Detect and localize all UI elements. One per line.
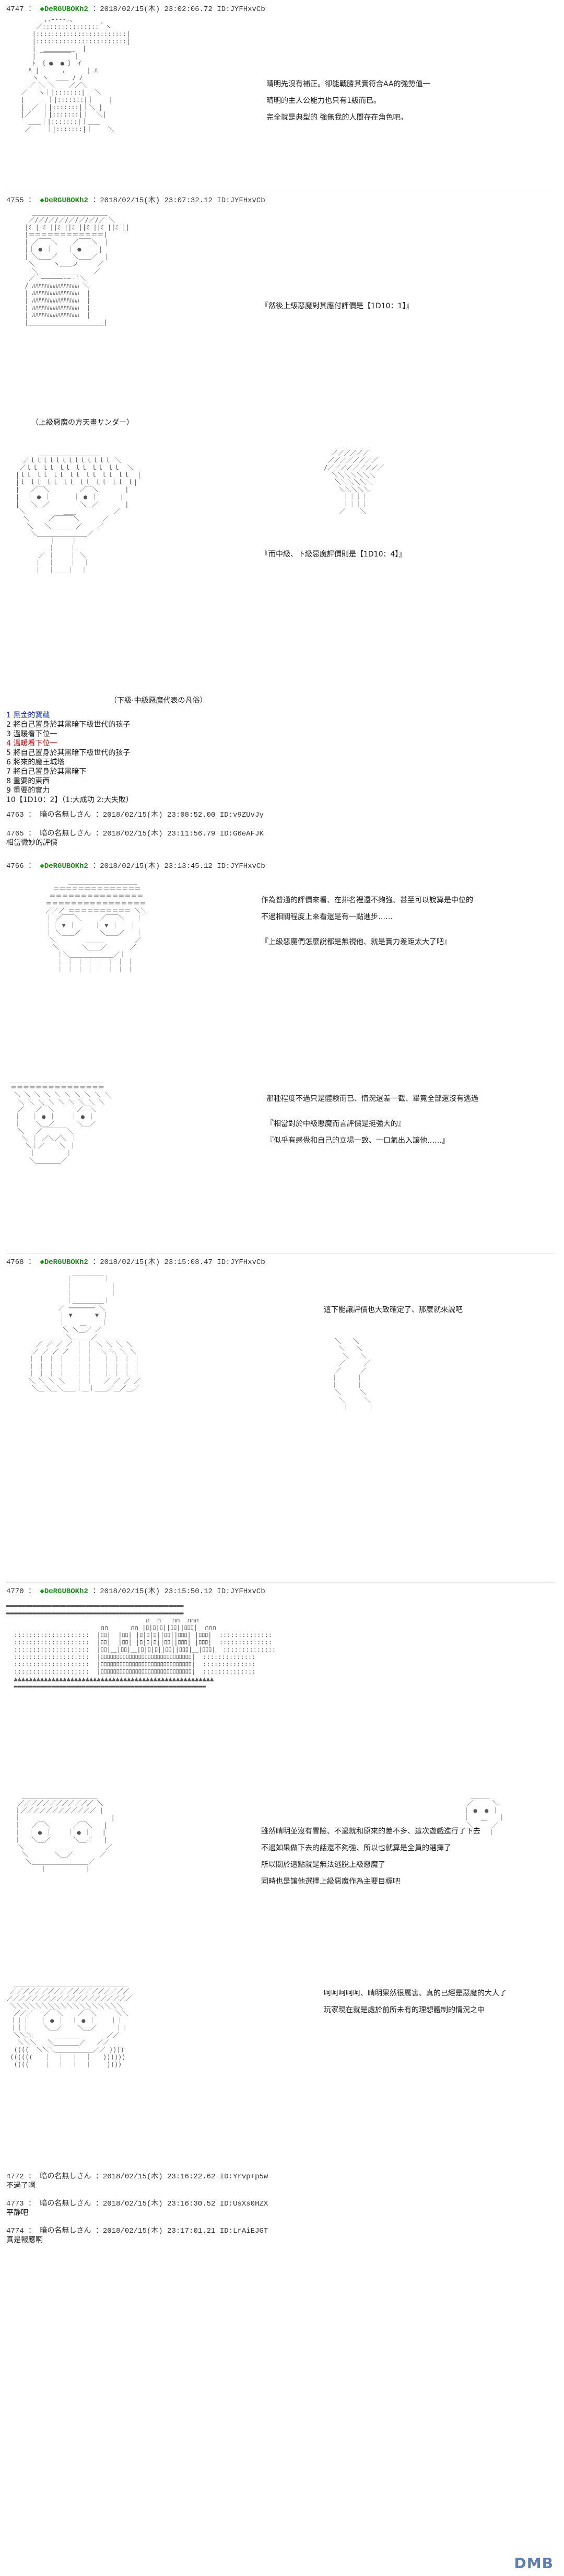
post-text: 作為普通的評價來看、在排名裡還不夠強、甚至可以說算是中位的 不過相關程度上來看還… [261,896,473,946]
post-text: 『然後上級惡魔對其應付評價是【1D10：1】』 [261,302,414,310]
poster-name[interactable]: 暗の名無しさん [40,830,91,838]
site-watermark-logo: DMB [514,2555,554,2572]
ascii-art: ＿＿＿＿＿＿＿＿＿＿＿＿＿＿＿＿＿＿ ／／／／／／／／／／／／／／／／／／／ ／… [6,1980,132,2068]
ascii-art: ／／／／／／ ／／／／／／／／ /／／／／／／／／／ ＼＼＼＼＼＼＼ ＼＼＼＼＼… [324,449,384,515]
post-text: 不過了啊 [6,2182,36,2190]
vote-option: 9 重要的實力 [6,786,50,795]
ascii-art: ＼ ＼ ＼ ＼ ＼ ＼ ／ ／ ／ ／ ｜ ｜ ｜ ｜ ＼ ＼ ＼ ＼ ｜ ｜ [331,1338,374,1411]
vote-result: 10【1D10：2】（1:大成功 2:大失敗） [6,796,133,804]
divider [6,1253,555,1254]
post-header: 4772 ： 暗の名無しさん ：2018/02/15(木) 23:16:22.6… [6,2173,268,2181]
post-header: 4766 ： ◆DeRGUBOKh2 ：2018/02/15(木) 23:13:… [6,862,265,871]
post-header: 4755 ： ◆DeRGUBOKh2 ：2018/02/15(木) 23:07:… [6,196,265,205]
vote-option: 8 重要的東西 [6,777,50,785]
post-header: 4768 ： ◆DeRGUBOKh2 ：2018/02/15(木) 23:15:… [6,1258,265,1267]
post-header: 4747 ： ◆DeRGUBOKh2 ：2018/02/15(木) 23:02:… [6,5,265,14]
ascii-art: ＿＿＿＿＿＿＿＿＿＿ ／ｌｌｌｌｌｌｌｌｌｌｌｌｌ ＼ ／ｌｌ ｌｌ ｌｌ ｌｌ… [16,449,142,574]
caption: （下級·中級惡魔代表の凡俗） [110,697,207,705]
ascii-art: ＿＿＿＿＿＿＿＿＿＿＿＿ ／/／/／/／/／/／/／/／ ＼ |ﾐ ||ﾐ ||… [25,209,130,326]
poster-name[interactable]: 暗の名無しさん [40,2173,91,2181]
ascii-art: ＿＿＿＿＿＿＿＿＿＿＿＿＿＿＿ ＝＝＝＝＝＝＝＝＝＝＝＝＝＝＝ ＼ ＼ ＼ ＼ … [10,1076,111,1164]
post-text: 相當微妙的評價 [6,839,57,847]
vote-option: 6 將來的魔王城塔 [6,758,65,767]
vote-option: 5 將自己置身於其黑暗下級世代的孩子 [6,749,131,757]
post-header: 4774 ： 暗の名無しさん ：2018/02/15(木) 23:17:01.2… [6,2227,268,2235]
vote-list: 1 黑金的寶藏 2 將自己置身於其黑暗下級世代的孩子 3 溫暖看下位一 4 溫暖… [6,711,133,805]
poster-name[interactable]: ◆DeRGUBOKh2 [40,196,88,205]
ascii-art: ＿＿＿＿＿＿＿＿＿＿＿＿ ／／／／／／／／／／／／ ＼ ｜／／／／／／／／／／／… [14,1792,115,1873]
ascii-art: ＿＿＿ ／ ＼ ｜ ● ● ｜ ｜ ＿ ｜ ＼＿＿＿／ ｜ ｜ [463,1792,505,1836]
poster-name[interactable]: ◆DeRGUBOKh2 [40,1258,88,1267]
ascii-art: ▬▬▬▬▬▬▬▬▬▬▬▬▬▬▬▬▬▬▬▬▬▬▬▬▬▬▬▬▬▬▬▬▬▬▬▬▬▬▬▬… [6,1602,276,1690]
poster-name[interactable]: 暗の名無しさん [40,2227,91,2235]
post-header: 4765 ： 暗の名無しさん ：2018/02/15(木) 23:11:56.7… [6,830,264,838]
post-text: 呵呵呵呵呵、晴明果然很厲害、真的已經是惡魔的大人了 玩家現在就是處於前所未有的理… [324,1989,507,2014]
post-header: 4763 ： 暗の名無しさん ：2018/02/15(木) 23:08:52.0… [6,811,264,819]
vote-option: 4 溫暖看下位一 [6,739,57,748]
post-text: 雖然晴明並沒有冒險、不過就和原來的差不多、這次遊戲進行了下去 不過如果做下去的話… [261,1827,480,1886]
poster-name[interactable]: 暗の名無しさん [40,811,91,819]
vote-option: 3 溫暖看下位一 [6,730,57,738]
divider [6,1582,555,1583]
post-header: 4773 ： 暗の名無しさん ：2018/02/15(木) 23:16:30.5… [6,2200,268,2208]
ascii-art: ＿＿＿＿＿＿＿＿＿＿＿ ＝＝＝＝＝＝＝＝＝＝＝＝＝＝ ＝＝＝＝＝＝＝＝＝＝＝＝＝… [45,878,147,973]
post-text: 這下能讓評價也大致確定了、那麼就來說吧 [324,1306,463,1314]
post-text: 那種程度不過只是體験而已、情況還差一截、畢竟全部還沒有逃過 『相當對於中級悪魔而… [266,1095,478,1145]
ascii-art: ｜￣￣￣￣￣｜ ｜ ｜ ｜ ｜ ｜＿＿＿＿＿｜ ／ ─────── ＼ ｜ ▼ … [28,1275,140,1392]
caption: （上級惡魔の方天畫サンダー） [31,419,134,427]
poster-name[interactable]: ◆DeRGUBOKh2 [40,5,88,14]
vote-option: 2 將自己置身於其黑暗下級世代的孩子 [6,721,131,729]
ascii-art: ,.-‐‐-.、 ／:::::::::::::::｀ヽ |:::::::::::… [21,16,131,133]
vote-option: 7 將自己置身於其黑暗下 [6,768,87,776]
post-text: 平靜吧 [6,2209,28,2217]
post-text: 晴明先沒有補正。卻能戰勝其實符合AA的強勢值一 晴明的主人公能力也只有1級而已。… [266,80,430,122]
post-header: 4770 ： ◆DeRGUBOKh2 ：2018/02/15(木) 23:15:… [6,1587,265,1596]
post-text: 真是報應啊 [6,2236,43,2244]
poster-name[interactable]: ◆DeRGUBOKh2 [40,862,88,871]
vote-option: 1 黑金的寶藏 [6,711,50,720]
post-text: 『而中級、下級惡魔評價則是【1D10：4】』 [261,550,406,559]
poster-name[interactable]: ◆DeRGUBOKh2 [40,1587,88,1596]
poster-name[interactable]: 暗の名無しさん [40,2200,91,2208]
